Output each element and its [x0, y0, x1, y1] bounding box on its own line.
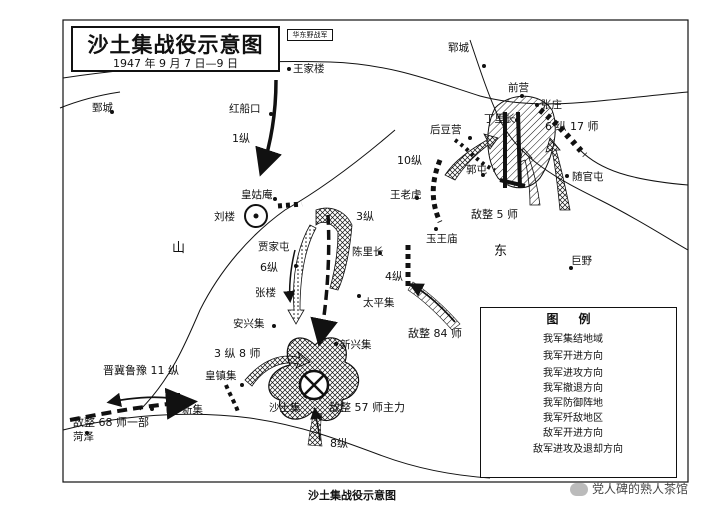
- legend-text: 我军开进方向: [543, 351, 603, 362]
- defense-line-wanglaohu: [430, 159, 443, 224]
- unit-3z8s: 3 纵 8 师: [214, 347, 261, 360]
- place-yuwangmiao: 玉王庙: [426, 233, 458, 245]
- hq-flag: 华东野战军: [287, 29, 333, 41]
- legend-text: 我军防御阵地: [543, 398, 603, 409]
- attack-zone-3z: [315, 207, 353, 291]
- attack-zone-8z: [307, 411, 323, 447]
- legend-text: 敌军进攻及退却方向: [533, 444, 623, 455]
- unit-6z: 6纵: [260, 261, 278, 274]
- advance-arrow-3z: [310, 214, 338, 347]
- unit-enemy-57: 敌整 57 师主力: [329, 401, 405, 414]
- defense-huanggumiao: [277, 201, 303, 209]
- boundary-south: [62, 413, 491, 479]
- attack-arrow-16: [519, 147, 541, 206]
- place-juye: 巨野: [571, 255, 592, 267]
- attack-arrow-3z8s: [244, 350, 311, 387]
- place-zhanglou: 张楼: [255, 287, 276, 299]
- place-chenlizhang: 陈里长: [352, 246, 384, 258]
- legend-text: 我军歼敌地区: [543, 413, 603, 424]
- unit-6z17s: 6 纵 17 师: [545, 120, 599, 133]
- boundary-diagonal: [139, 129, 396, 411]
- unit-4z: 4纵: [385, 270, 403, 283]
- unit-jlyl11: 晋冀鲁豫 11 纵: [103, 364, 179, 377]
- place-liulou: 刘楼: [214, 211, 235, 223]
- map-title: 沙土集战役示意图: [87, 33, 264, 57]
- legend-row-enemy-advance: 敌军开进方向: [481, 423, 676, 439]
- legend-row-assembly: 我军集结地域: [481, 329, 676, 345]
- place-suiguantun: 随官屯: [572, 171, 604, 183]
- legend-text: 我军撤退方向: [543, 383, 603, 394]
- boundary-east: [469, 39, 689, 251]
- unit-enemy-5: 敌整 5 师: [471, 208, 518, 221]
- place-anxingji: 安兴集: [233, 318, 265, 330]
- province-shan: 山: [172, 241, 186, 256]
- legend-row-annihilate: 我军歼敌地区: [481, 408, 676, 424]
- legend-row-defense: 我军防御阵地: [481, 393, 676, 409]
- advance-arrow-1z: [255, 79, 282, 177]
- boundary-road: [579, 149, 689, 186]
- place-hongchuankou: 红船口: [229, 103, 261, 115]
- place-guotun: 郭屯: [466, 164, 487, 176]
- place-huangzhenji: 皇镇集: [205, 370, 237, 382]
- legend-text: 我军进攻方向: [543, 368, 603, 379]
- place-zhangzhuang: 张庄: [541, 99, 562, 111]
- map-frame: [62, 19, 689, 483]
- enemy-arrow-84-hatch: [407, 281, 461, 331]
- place-wanglaohu: 王老虎: [390, 189, 422, 201]
- figure-caption: 沙土集战役示意图: [308, 489, 396, 502]
- boundary-west: [59, 91, 121, 109]
- place-yuncheng: 郓城: [448, 42, 469, 54]
- legend-row-attack: 我军进攻方向: [481, 363, 676, 379]
- unit-enemy-84: 敌整 84 师: [408, 327, 462, 340]
- attack-arrow-6z: [283, 249, 296, 303]
- attack-arrow-17s: [545, 137, 571, 211]
- unit-10z: 10纵: [397, 154, 422, 167]
- place-wangjialou: 王家楼: [293, 63, 325, 75]
- place-juancheng: 鄄城: [92, 102, 113, 114]
- place-shatuji: 沙土集: [269, 402, 301, 414]
- legend-text: 敌军开进方向: [543, 428, 603, 439]
- place-qianying: 前营: [508, 82, 529, 94]
- place-jiajiatun: 贾家屯: [258, 241, 290, 253]
- province-dong: 东: [494, 244, 508, 259]
- legend-row-retreat: 我军撤退方向: [481, 378, 676, 394]
- legend-row-advance: 我军开进方向: [481, 346, 676, 362]
- attack-arrow-10z: [444, 133, 499, 181]
- unit-3z: 3纵: [356, 210, 374, 223]
- map-date: 1947 年 9 月 7 日—9 日: [113, 57, 238, 70]
- legend-row-enemy-attack-retreat: 敌军进攻及退却方向: [481, 439, 676, 455]
- unit-1z: 1纵: [232, 132, 250, 145]
- defense-huangzhenji: [224, 384, 240, 413]
- watermark: 党人碑的熟人茶馆: [569, 480, 688, 497]
- place-xinji: 新集: [182, 404, 203, 416]
- watermark-text: 党人碑的熟人茶馆: [591, 482, 688, 496]
- place-huanggumiao: 皇姑庵: [241, 189, 273, 201]
- title-box: 沙土集战役示意图 1947 年 9 月 7 日—9 日: [71, 26, 280, 72]
- place-xinxingji: 新兴集: [340, 339, 372, 351]
- legend-title: 图例: [546, 312, 611, 326]
- unit-enemy-68: 敌整 68 师一部: [73, 416, 149, 429]
- place-dingli: 丁里长: [484, 113, 516, 125]
- place-taipingji: 太平集: [363, 297, 395, 309]
- attack-arrow-11z: [106, 392, 171, 407]
- wechat-icon: [569, 483, 588, 496]
- yuncheng-enemy-zone: [453, 95, 588, 189]
- place-heze: 菏泽: [73, 431, 94, 443]
- legend: 图例 我军集结地域 我军开进方向 我军进攻方向 我军撤退方向 我军防御阵地 我军…: [480, 307, 677, 478]
- legend-text: 我军集结地域: [543, 334, 603, 345]
- assembly-liulou: [244, 204, 268, 228]
- retreat-arrow-6z: [287, 224, 317, 325]
- place-houdouying: 后豆营: [430, 124, 462, 136]
- unit-8z: 8纵: [330, 437, 348, 450]
